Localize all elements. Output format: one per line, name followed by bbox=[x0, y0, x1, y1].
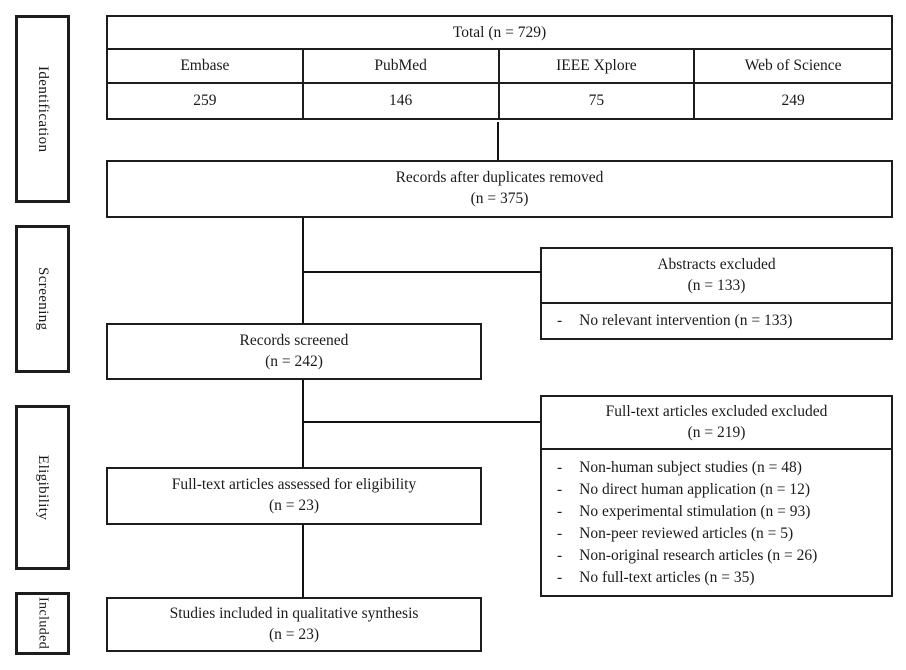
reason-text: Non-peer reviewed articles (n = 5) bbox=[579, 525, 794, 542]
connector-total-to-duplicates bbox=[497, 122, 499, 160]
connector-assessed-to-included bbox=[302, 525, 304, 597]
reason-text: No full-text articles (n = 35) bbox=[579, 569, 755, 586]
box-fulltext-assessed: Full-text articles assessed for eligibil… bbox=[106, 467, 482, 525]
connector-screened-to-assessed bbox=[302, 380, 304, 467]
duplicates-line1: Records after duplicates removed bbox=[395, 169, 604, 187]
exclusion-reason: - No full-text articles (n = 35) bbox=[542, 567, 891, 589]
stage-label-included: Included bbox=[35, 597, 51, 650]
reason-text: No direct human application (n = 12) bbox=[579, 481, 811, 498]
exclusion-reason: - No direct human application (n = 12) bbox=[542, 479, 891, 501]
connector-branch-to-fulltext-excluded bbox=[303, 421, 540, 423]
bullet-dash: - bbox=[557, 481, 563, 498]
box-records-after-duplicates: Records after duplicates removed (n = 37… bbox=[106, 160, 893, 218]
source-name-embase: Embase bbox=[108, 50, 304, 84]
connector-branch-to-abstracts-excluded bbox=[303, 271, 540, 273]
assessed-count: (n = 23) bbox=[268, 497, 320, 514]
screened-line1: Records screened bbox=[239, 331, 349, 349]
box-abstracts-excluded: Abstracts excluded (n = 133) - No releva… bbox=[540, 247, 893, 340]
stage-box-identification: Identification bbox=[15, 15, 70, 203]
box-fulltext-excluded: Full-text articles excluded excluded (n … bbox=[540, 395, 893, 597]
abstracts-excluded-reasons: - No relevant intervention (n = 133) bbox=[542, 304, 891, 338]
stage-label-eligibility: Eligibility bbox=[35, 454, 51, 521]
bullet-dash: - bbox=[557, 547, 563, 564]
included-count: (n = 23) bbox=[268, 625, 320, 643]
bullet-dash: - bbox=[557, 459, 563, 476]
stage-box-included: Included bbox=[15, 592, 70, 655]
reason-text: Non-human subject studies (n = 48) bbox=[579, 459, 802, 476]
bullet-dash: - bbox=[557, 312, 563, 329]
source-count-pubmed: 146 bbox=[304, 84, 500, 118]
exclusion-reason: - No relevant intervention (n = 133) bbox=[542, 310, 891, 332]
source-count-web-of-science: 249 bbox=[781, 92, 805, 109]
box-records-screened: Records screened (n = 242) bbox=[106, 323, 482, 380]
exclusion-reason: - Non-peer reviewed articles (n = 5) bbox=[542, 523, 891, 545]
fulltext-excluded-header: Full-text articles excluded excluded (n … bbox=[542, 397, 891, 450]
assessed-line1: Full-text articles assessed for eligibil… bbox=[171, 476, 417, 494]
connector-duplicates-to-screened bbox=[302, 218, 304, 323]
abstracts-excluded-header: Abstracts excluded (n = 133) bbox=[542, 249, 891, 304]
abstracts-excluded-count: (n = 133) bbox=[687, 276, 746, 294]
duplicates-count: (n = 375) bbox=[470, 190, 529, 207]
stage-box-screening: Screening bbox=[15, 225, 70, 373]
box-studies-included: Studies included in qualitative synthesi… bbox=[106, 597, 482, 652]
sources-table: Total (n = 729) Embase PubMed IEEE Xplor… bbox=[106, 15, 893, 120]
bullet-dash: - bbox=[557, 569, 563, 586]
source-name-ieee-xplore: IEEE Xplore bbox=[499, 50, 696, 84]
source-count-ieee-xplore: 75 bbox=[500, 84, 696, 118]
stage-label-screening: Screening bbox=[35, 267, 51, 331]
exclusion-reason: - Non-human subject studies (n = 48) bbox=[542, 457, 891, 479]
fulltext-excluded-title: Full-text articles excluded excluded bbox=[605, 402, 828, 420]
source-name-web-of-science: Web of Science bbox=[695, 50, 891, 84]
reason-text: No relevant intervention (n = 133) bbox=[579, 312, 793, 329]
abstracts-excluded-title: Abstracts excluded bbox=[657, 255, 776, 273]
stage-box-eligibility: Eligibility bbox=[15, 405, 70, 570]
stage-label-identification: Identification bbox=[35, 65, 51, 153]
reason-text: Non-original research articles (n = 26) bbox=[579, 547, 818, 564]
fulltext-excluded-count: (n = 219) bbox=[687, 423, 746, 441]
exclusion-reason: - No experimental stimulation (n = 93) bbox=[542, 501, 891, 523]
source-name-pubmed: PubMed bbox=[303, 50, 500, 84]
bullet-dash: - bbox=[557, 525, 563, 542]
reason-text: No experimental stimulation (n = 93) bbox=[579, 503, 811, 520]
sources-table-header-row: Embase PubMed IEEE Xplore Web of Science bbox=[108, 50, 891, 84]
fulltext-excluded-reasons: - Non-human subject studies (n = 48) - N… bbox=[542, 450, 891, 595]
bullet-dash: - bbox=[557, 503, 563, 520]
exclusion-reason: - Non-original research articles (n = 26… bbox=[542, 545, 891, 567]
sources-table-count-row: 259 146 75 249 bbox=[108, 84, 891, 118]
screened-count: (n = 242) bbox=[265, 352, 323, 370]
included-line1: Studies included in qualitative synthesi… bbox=[169, 604, 419, 622]
source-count-embase: 259 bbox=[108, 84, 304, 118]
sources-table-total: Total (n = 729) bbox=[108, 17, 891, 50]
